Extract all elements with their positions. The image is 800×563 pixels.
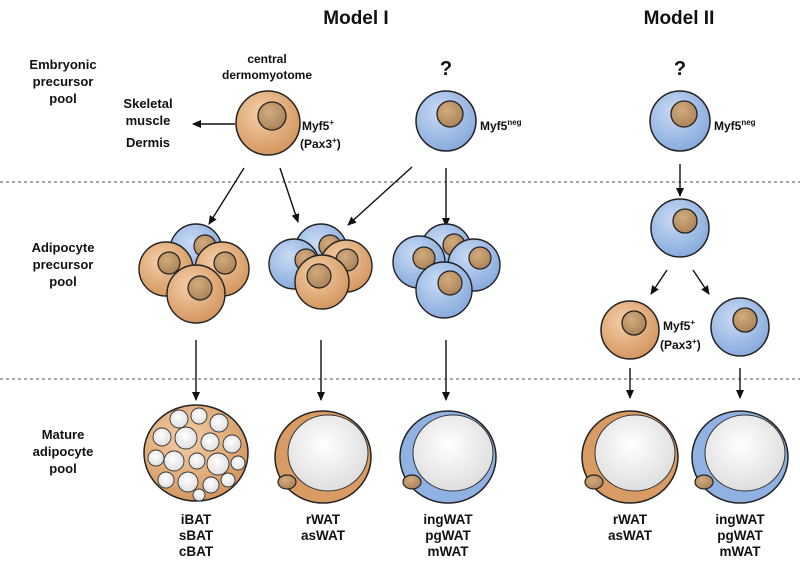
- svg-text:adipocyte: adipocyte: [33, 444, 94, 459]
- model-2-header: Model II: [644, 8, 715, 29]
- svg-text:asWAT: asWAT: [608, 528, 653, 543]
- model2-fates-right: ingWAT pgWAT mWAT: [715, 512, 765, 559]
- model2-myf5-positive-cell: [600, 300, 660, 360]
- svg-text:asWAT: asWAT: [301, 528, 346, 543]
- model2-label-pax3: (Pax3+): [660, 337, 701, 352]
- model2-intermediate-cell: [650, 198, 710, 258]
- myf5-negative-cell: [415, 90, 477, 152]
- white-adipocyte-orange: [274, 410, 372, 504]
- fates-col1: iBAT sBAT cBAT: [179, 512, 214, 559]
- svg-text:sBAT: sBAT: [179, 528, 214, 543]
- model2-white-adipocyte-blue: [691, 410, 789, 504]
- fates-col2: rWAT asWAT: [301, 512, 346, 543]
- svg-text:pgWAT: pgWAT: [425, 528, 471, 543]
- model2-myf5-negative-daughter: [710, 297, 770, 357]
- precursor-cluster-mixed: [268, 223, 373, 310]
- model2-myf5-negative-cell: [649, 90, 711, 152]
- brown-adipocyte: [143, 404, 249, 502]
- row-label-embryonic: Embryonic precursor pool: [29, 57, 96, 106]
- white-adipocyte-blue: [399, 410, 497, 504]
- model2-fates-left: rWAT asWAT: [608, 512, 653, 543]
- label-dermomyotome: dermomyotome: [222, 68, 312, 82]
- question-mark-model2: ?: [674, 58, 686, 80]
- svg-text:Adipocyte: Adipocyte: [32, 240, 95, 255]
- svg-text:rWAT: rWAT: [306, 512, 341, 527]
- label-pax3: (Pax3+): [300, 136, 341, 151]
- svg-text:precursor: precursor: [33, 257, 94, 272]
- svg-text:ingWAT: ingWAT: [715, 512, 765, 527]
- model2-label-myf5-pos: Myf5+: [663, 318, 695, 333]
- svg-text:ingWAT: ingWAT: [423, 512, 473, 527]
- model2-white-adipocyte-orange: [581, 410, 679, 504]
- svg-text:rWAT: rWAT: [613, 512, 648, 527]
- precursor-cluster-blue: [392, 223, 501, 319]
- svg-text:mWAT: mWAT: [428, 544, 470, 559]
- myf5-positive-cell: [235, 90, 301, 156]
- question-mark-model1: ?: [440, 58, 452, 80]
- svg-text:precursor: precursor: [33, 74, 94, 89]
- label-central: central: [247, 52, 286, 66]
- svg-text:Mature: Mature: [42, 427, 85, 442]
- precursor-cluster-orange: [138, 223, 250, 324]
- svg-text:pgWAT: pgWAT: [717, 528, 763, 543]
- model2-label-myf5-neg: Myf5neg: [714, 118, 756, 133]
- arrow-blue-to-col2: [347, 166, 413, 226]
- svg-text:Embryonic: Embryonic: [29, 57, 96, 72]
- fates-col3: ingWAT pgWAT mWAT: [423, 512, 473, 559]
- arrow-orange-to-col2: [279, 167, 300, 223]
- svg-text:pool: pool: [49, 91, 76, 106]
- model-1-header: Model I: [323, 8, 388, 29]
- row-label-adipocyte-precursor: Adipocyte precursor pool: [32, 240, 95, 289]
- model2-arrow-left: [650, 269, 668, 295]
- svg-text:iBAT: iBAT: [181, 512, 212, 527]
- arrow-orange-to-col1: [208, 167, 245, 225]
- row-label-mature: Mature adipocyte pool: [33, 427, 94, 476]
- label-myf5-neg: Myf5neg: [480, 118, 522, 133]
- svg-text:mWAT: mWAT: [720, 544, 762, 559]
- svg-text:pool: pool: [49, 274, 76, 289]
- label-skeletal: Skeletal: [123, 96, 172, 111]
- label-muscle: muscle: [126, 113, 171, 128]
- svg-text:cBAT: cBAT: [179, 544, 214, 559]
- model2-arrow-right: [692, 269, 710, 295]
- label-dermis: Dermis: [126, 135, 170, 150]
- label-myf5-pos: Myf5+: [302, 118, 334, 133]
- svg-text:pool: pool: [49, 461, 76, 476]
